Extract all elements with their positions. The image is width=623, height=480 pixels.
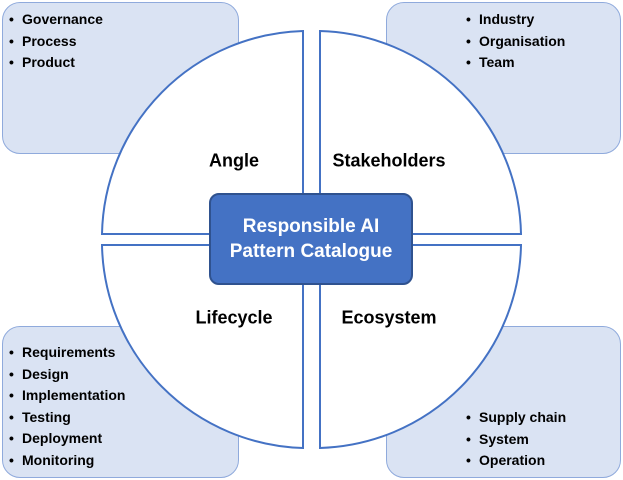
list-item: Product: [9, 52, 103, 74]
lifecycle-label: Lifecycle: [195, 307, 273, 328]
list-item: Monitoring: [9, 450, 125, 472]
catalogue-title-line-1: Responsible AI: [242, 216, 380, 237]
list-item: Team: [466, 52, 565, 74]
list-item: System: [466, 429, 566, 451]
angle-quadrant: [100, 29, 304, 235]
stakeholders-label: Stakeholders: [332, 150, 446, 171]
ecosystem-quadrant: [319, 244, 523, 450]
list-item: Process: [9, 31, 103, 53]
list-item: Operation: [466, 450, 566, 472]
list-item: Governance: [9, 9, 103, 31]
list-item: Organisation: [466, 31, 565, 53]
angle-list: Governance Process Product: [9, 9, 103, 74]
stakeholders-quadrant: [319, 29, 523, 235]
list-item: Industry: [466, 9, 565, 31]
catalogue-title-box: Responsible AI Pattern Catalogue: [209, 193, 413, 285]
lifecycle-quadrant: [100, 244, 304, 450]
catalogue-title-line-2: Pattern Catalogue: [229, 241, 393, 262]
ecosystem-list: Supply chain System Operation: [466, 407, 566, 472]
lifecycle-list: Requirements Design Implementation Testi…: [9, 342, 125, 471]
list-item: Implementation: [9, 385, 125, 407]
list-item: Supply chain: [466, 407, 566, 429]
list-item: Testing: [9, 407, 125, 429]
ecosystem-label: Ecosystem: [341, 307, 437, 328]
angle-label: Angle: [208, 150, 260, 171]
stakeholders-list: Industry Organisation Team: [466, 9, 565, 74]
list-item: Deployment: [9, 428, 125, 450]
list-item: Requirements: [9, 342, 125, 364]
list-item: Design: [9, 364, 125, 386]
